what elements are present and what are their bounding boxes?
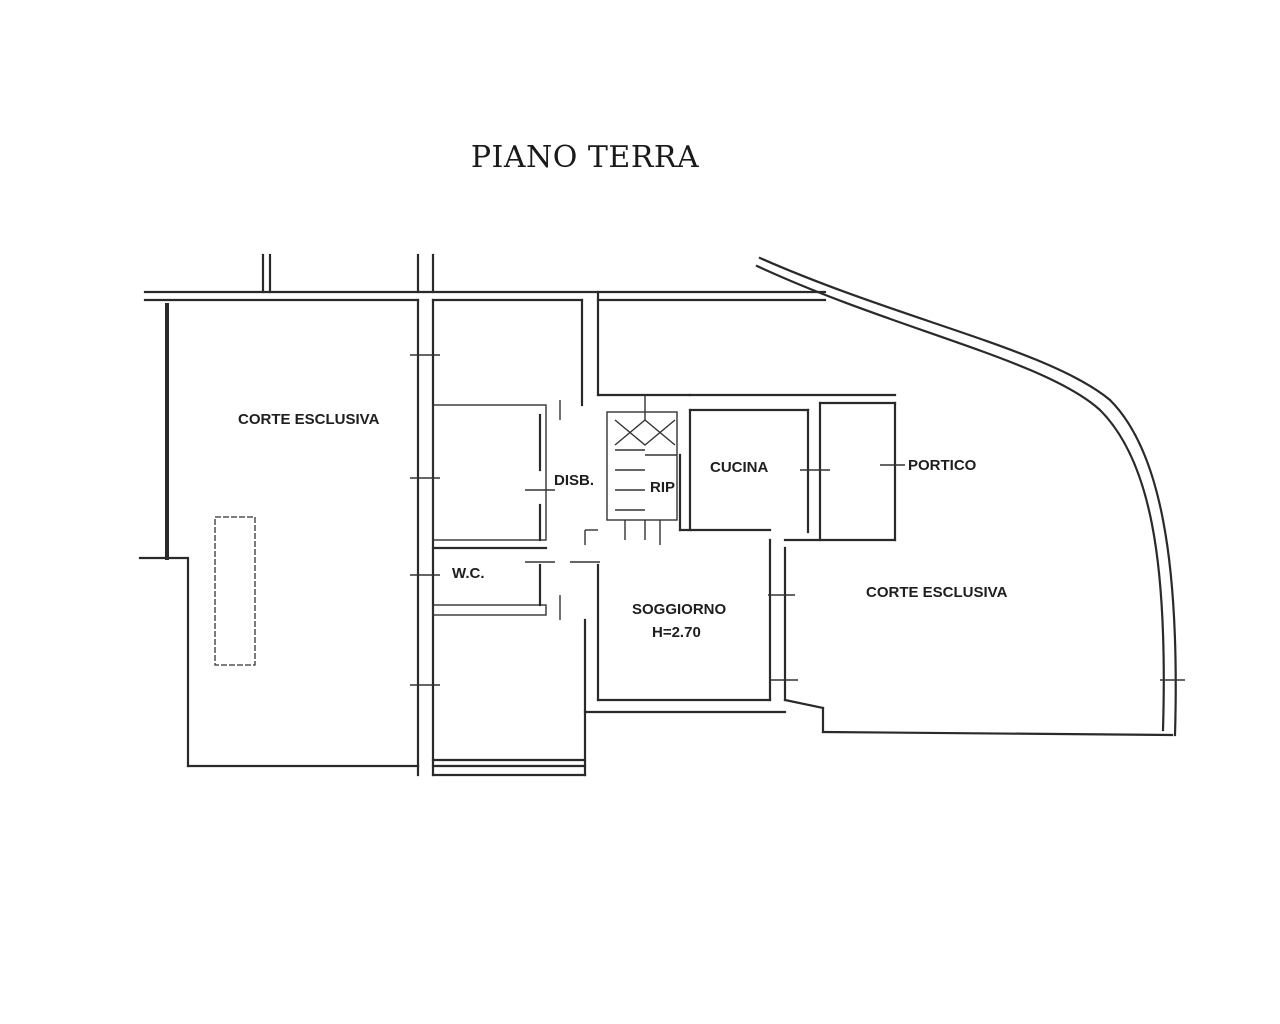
label-rip: RIP [650, 479, 675, 496]
window-marks [410, 354, 1185, 686]
label-disb: DISB. [554, 472, 594, 489]
label-cucina: CUCINA [710, 459, 768, 476]
boundary-walls [138, 253, 1177, 777]
staircase [606, 395, 678, 545]
label-corte-right: CORTE ESCLUSIVA [866, 584, 1008, 601]
dashed-rectangle [214, 516, 256, 666]
label-corte-left: CORTE ESCLUSIVA [238, 411, 380, 428]
interior-walls [431, 400, 600, 762]
label-soggiorno: SOGGIORNO [632, 601, 727, 618]
label-wc: W.C. [452, 565, 485, 582]
label-portico: PORTICO [908, 457, 977, 474]
plan-title: PIANO TERRA [470, 140, 700, 175]
label-height: H=2.70 [652, 624, 701, 641]
